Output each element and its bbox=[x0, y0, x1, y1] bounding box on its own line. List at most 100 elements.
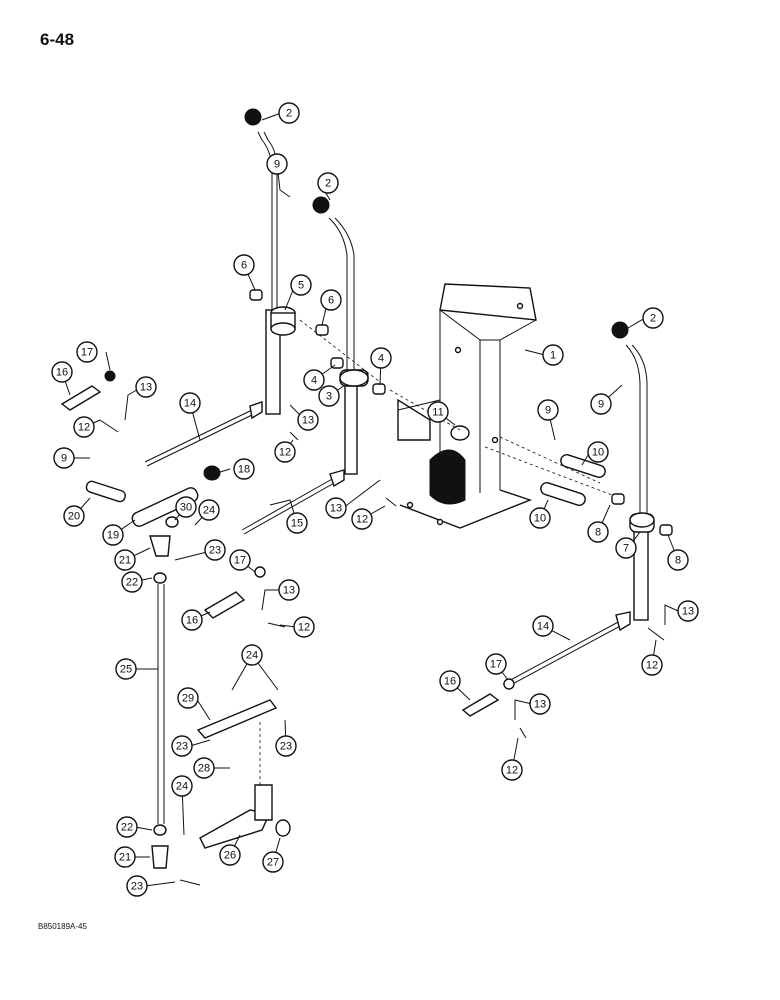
callout-circle bbox=[677, 600, 699, 622]
callout-10: 10 bbox=[587, 441, 609, 463]
callout-16: 16 bbox=[51, 361, 73, 383]
callout-25: 25 bbox=[115, 658, 137, 680]
callout-number: 23 bbox=[280, 741, 292, 753]
callout-number: 12 bbox=[298, 622, 310, 634]
callout-circle bbox=[325, 497, 347, 519]
callout-number: 27 bbox=[267, 857, 279, 869]
bushing bbox=[315, 324, 329, 336]
callout-circle bbox=[241, 644, 263, 666]
callout-13: 13 bbox=[278, 579, 300, 601]
callout-circle bbox=[73, 416, 95, 438]
callout-circle bbox=[590, 393, 612, 415]
callout-circle bbox=[116, 816, 138, 838]
callout-6: 6 bbox=[233, 254, 255, 276]
bushing bbox=[372, 383, 386, 395]
callout-16: 16 bbox=[439, 670, 461, 692]
callout-17: 17 bbox=[76, 341, 98, 363]
callout-number: 23 bbox=[131, 881, 143, 893]
callout-number: 23 bbox=[176, 741, 188, 753]
callout-circle bbox=[290, 274, 312, 296]
clevis bbox=[461, 693, 500, 717]
callout-circle bbox=[439, 670, 461, 692]
page-number: 6-48 bbox=[40, 30, 75, 49]
callout-number: 9 bbox=[598, 399, 604, 411]
callout-number: 12 bbox=[78, 422, 90, 434]
callout-5: 5 bbox=[290, 274, 312, 296]
callout-number: 13 bbox=[302, 415, 314, 427]
callout-26: 26 bbox=[219, 844, 241, 866]
callout-13: 13 bbox=[677, 600, 699, 622]
callout-number: 19 bbox=[107, 530, 119, 542]
callout-number: 17 bbox=[234, 555, 246, 567]
callout-circle bbox=[63, 505, 85, 527]
washer bbox=[275, 819, 291, 837]
callout-number: 9 bbox=[274, 159, 280, 171]
callout-8: 8 bbox=[587, 521, 609, 543]
callout-number: 12 bbox=[646, 660, 658, 672]
callout-number: 30 bbox=[180, 502, 192, 514]
callout-circle bbox=[286, 512, 308, 534]
callout-circle bbox=[293, 616, 315, 638]
callout-circle bbox=[501, 759, 523, 781]
callout-9: 9 bbox=[537, 399, 559, 421]
callout-circle bbox=[275, 735, 297, 757]
callout-number: 17 bbox=[490, 659, 502, 671]
callout-circle bbox=[615, 537, 637, 559]
callout-9: 9 bbox=[53, 447, 75, 469]
callout-number: 4 bbox=[311, 375, 317, 387]
callout-number: 13 bbox=[534, 699, 546, 711]
callout-29: 29 bbox=[177, 687, 199, 709]
callout-13: 13 bbox=[135, 376, 157, 398]
callout-number: 29 bbox=[182, 693, 194, 705]
callout-number: 12 bbox=[356, 514, 368, 526]
callout-circle bbox=[135, 376, 157, 398]
callout-12: 12 bbox=[501, 759, 523, 781]
callout-circle bbox=[303, 369, 325, 391]
link-arm bbox=[196, 699, 278, 739]
callout-12: 12 bbox=[274, 441, 296, 463]
callout-23: 23 bbox=[204, 539, 226, 561]
callout-number: 21 bbox=[119, 852, 131, 864]
callout-number: 8 bbox=[675, 555, 681, 567]
callout-number: 16 bbox=[186, 615, 198, 627]
callout-number: 17 bbox=[81, 347, 93, 359]
callout-circle bbox=[198, 499, 220, 521]
callout-11: 11 bbox=[427, 401, 449, 423]
callout-circle bbox=[529, 507, 551, 529]
callout-2: 2 bbox=[317, 172, 339, 194]
callout-number: 2 bbox=[286, 108, 292, 120]
callout-14: 14 bbox=[532, 615, 554, 637]
lever-knob bbox=[312, 196, 330, 214]
callout-number: 22 bbox=[121, 822, 133, 834]
callout-number: 16 bbox=[56, 367, 68, 379]
callout-circle bbox=[171, 735, 193, 757]
callout-number: 24 bbox=[246, 650, 258, 662]
callout-2: 2 bbox=[642, 307, 664, 329]
parts-drawing bbox=[60, 108, 673, 886]
callout-number: 6 bbox=[241, 260, 247, 272]
callout-circle bbox=[262, 851, 284, 873]
figure-code: B850189A-45 bbox=[38, 922, 87, 931]
callout-number: 10 bbox=[534, 513, 546, 525]
callout-number: 16 bbox=[444, 676, 456, 688]
callout-circle bbox=[53, 447, 75, 469]
callout-16: 16 bbox=[181, 609, 203, 631]
callout-number: 18 bbox=[238, 464, 250, 476]
callout-circle bbox=[179, 392, 201, 414]
callout-circle bbox=[115, 658, 137, 680]
callout-number: 23 bbox=[209, 545, 221, 557]
callout-circle bbox=[278, 579, 300, 601]
callout-circle bbox=[274, 441, 296, 463]
control-lever-middle bbox=[312, 196, 369, 475]
callout-number: 3 bbox=[326, 391, 332, 403]
callout-number: 8 bbox=[595, 527, 601, 539]
control-rod bbox=[502, 619, 623, 685]
knob bbox=[203, 465, 221, 481]
callout-circle bbox=[233, 254, 255, 276]
callout-number: 13 bbox=[682, 606, 694, 618]
callout-number: 22 bbox=[126, 577, 138, 589]
callout-10: 10 bbox=[529, 507, 551, 529]
callout-circle bbox=[278, 102, 300, 124]
callout-number: 9 bbox=[545, 405, 551, 417]
callout-23: 23 bbox=[275, 735, 297, 757]
